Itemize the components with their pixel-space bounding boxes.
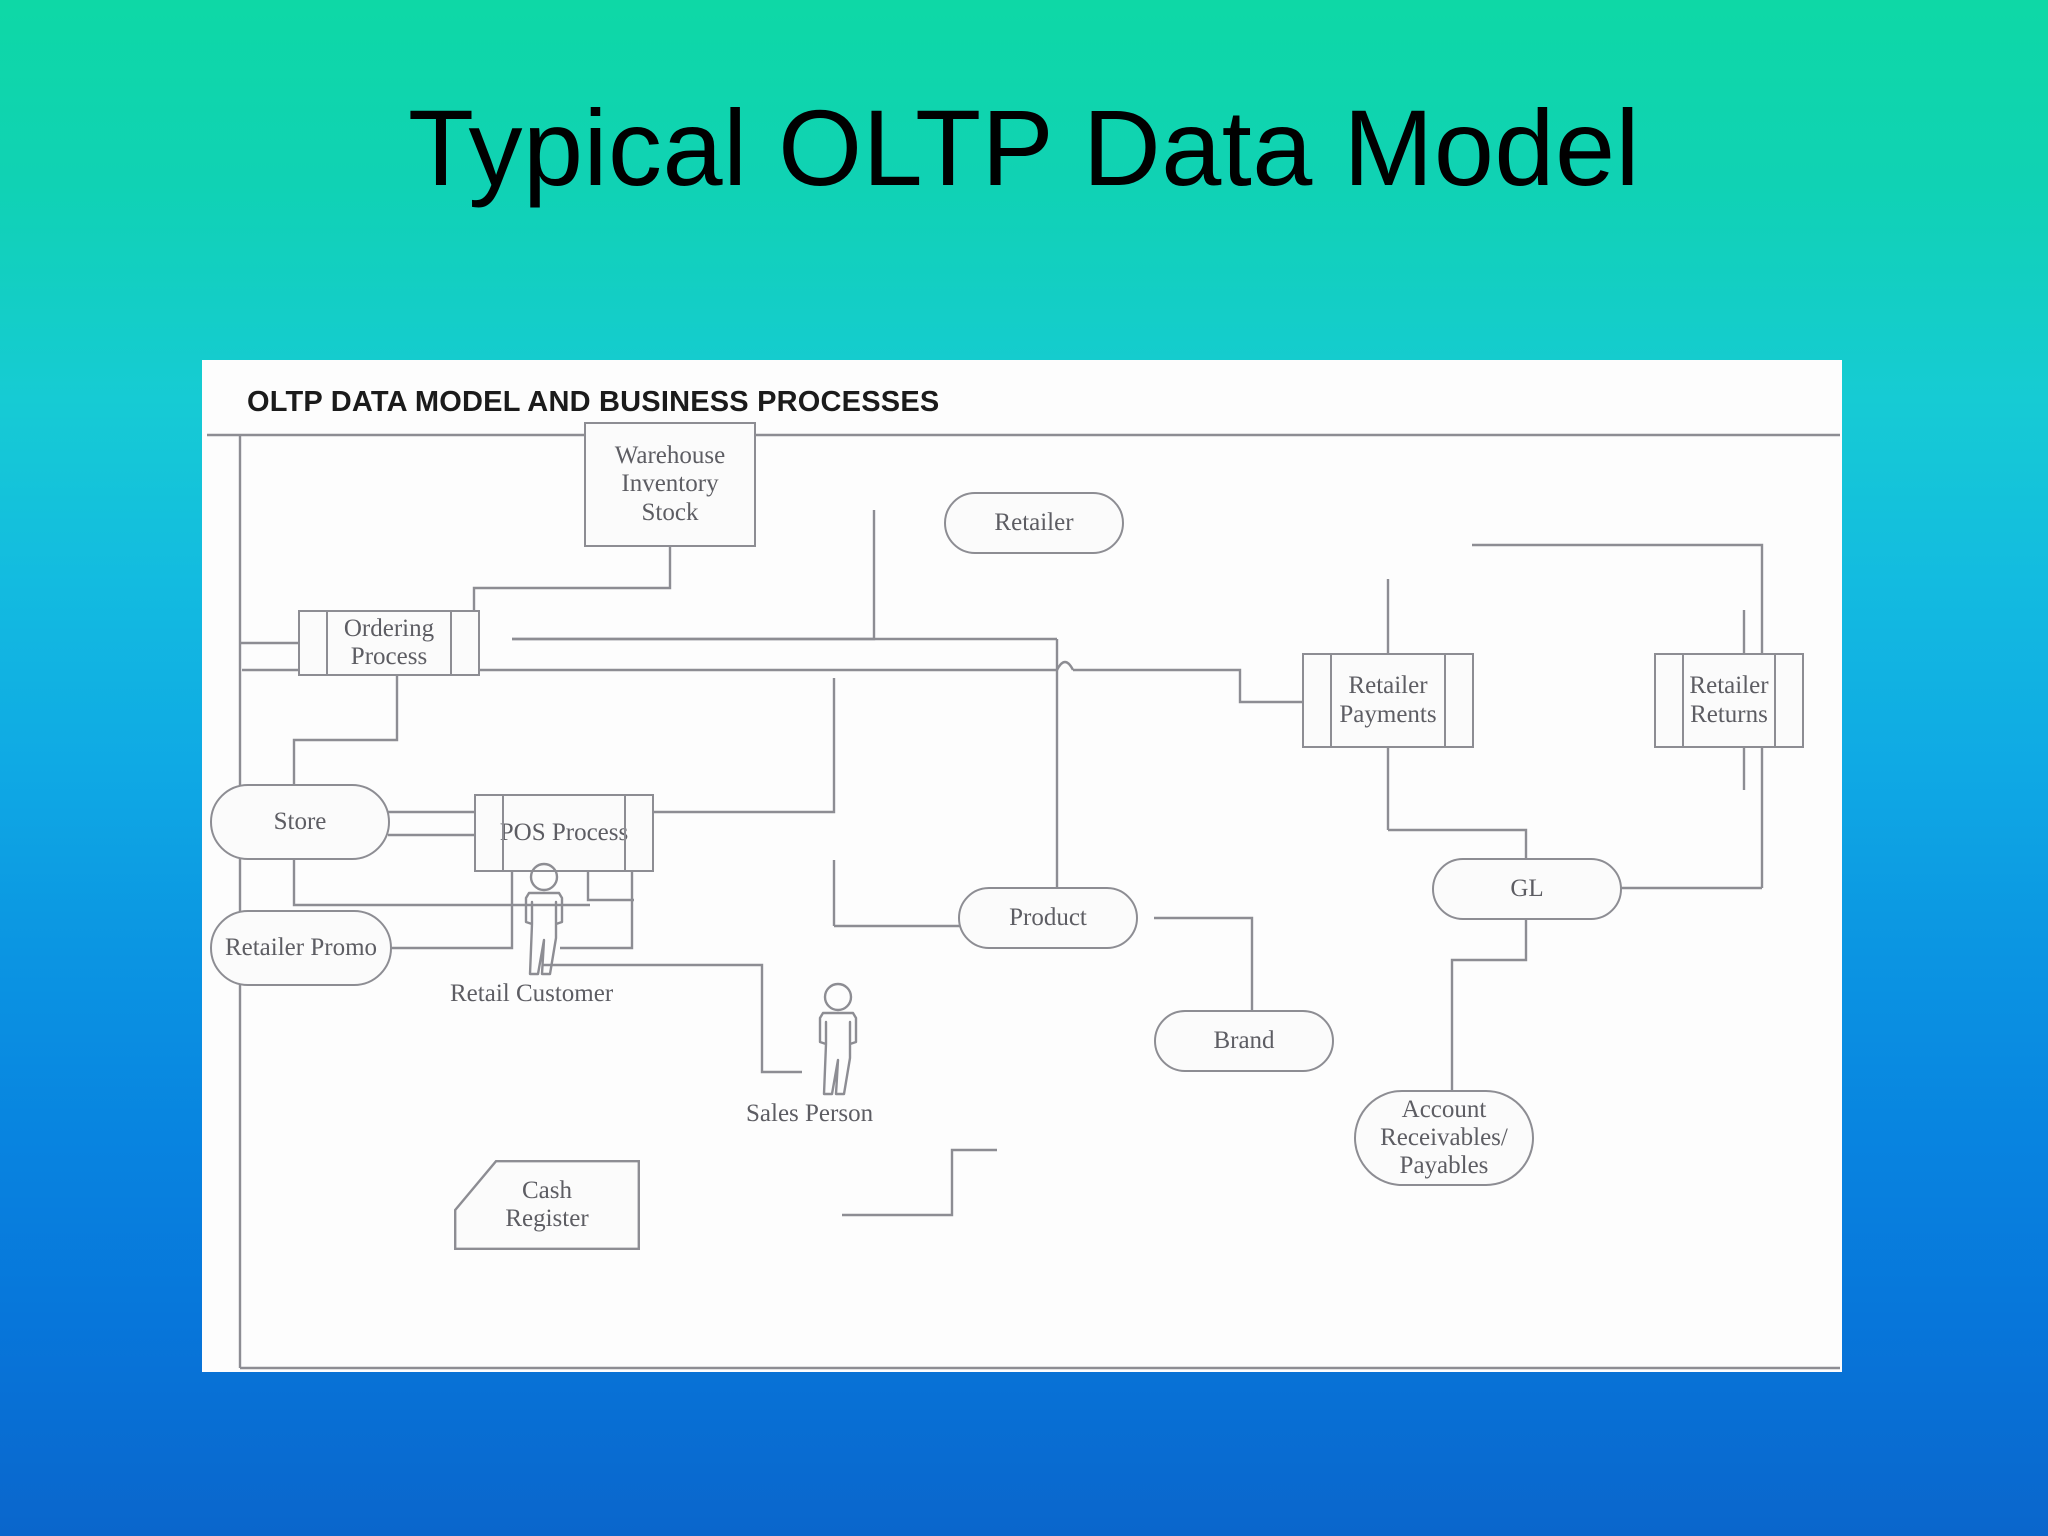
edge-cashregister-to-salesperson [842, 1148, 997, 1217]
node-retailer[interactable]: Retailer [944, 492, 1124, 554]
page-title: Typical OLTP Data Model [407, 87, 1641, 208]
node-label-line: Cash [521, 1176, 572, 1204]
node-label: Retailer [994, 508, 1074, 536]
edge-ordering-to-store [292, 676, 399, 784]
diagram-figure-panel: OLTP DATA MODEL AND BUSINESS PROCESSES [202, 360, 1842, 1372]
cash-register-shape [454, 1160, 640, 1250]
node-ordering-process[interactable]: Ordering Process [298, 610, 480, 676]
node-label: Product [1009, 903, 1087, 931]
node-label: POS Process [499, 818, 629, 846]
person-icon [818, 982, 858, 1096]
edge-store-bottom [292, 860, 590, 907]
edge-ordering-product-hop [1055, 660, 1075, 671]
person-icon [524, 862, 564, 976]
node-label-line: Receivables/ [1380, 1123, 1508, 1151]
node-label-line: Payables [1399, 1152, 1489, 1180]
node-store[interactable]: Store [210, 784, 390, 860]
figure-caption: OLTP DATA MODEL AND BUSINESS PROCESSES [247, 386, 940, 418]
node-retailer-payments[interactable]: Retailer Payments [1302, 653, 1474, 748]
actor-label-retail-customer: Retail Customer [450, 980, 614, 1007]
node-gl[interactable]: GL [1432, 858, 1622, 920]
node-label-line: Inventory [621, 470, 719, 498]
node-product[interactable]: Product [958, 887, 1138, 949]
edge-product-to-brand [1154, 916, 1254, 1010]
node-label-line: Retailer [1689, 672, 1769, 700]
edge-gl-to-arap [1450, 920, 1528, 1090]
node-label-line: Ordering [343, 614, 435, 642]
edge-pos-to-retail-customer [560, 872, 634, 950]
node-pos-process[interactable]: POS Process [474, 794, 654, 872]
edge-customer-arm-rail [542, 963, 802, 1074]
node-account-receivables-payables[interactable]: Account Receivables/ Payables [1354, 1090, 1534, 1186]
node-label-line: Stock [641, 498, 699, 526]
edge-payments-to-gl-2 [1388, 828, 1528, 858]
edge-warehouse-to-ordering [472, 547, 672, 610]
node-label: Store [273, 807, 327, 835]
node-cash-register[interactable]: Cash Register [454, 1160, 640, 1250]
edge-retailer-to-gl-rail [1472, 543, 1764, 888]
node-label-line: Returns [1690, 700, 1768, 728]
node-label-line: Account [1401, 1095, 1487, 1123]
edge-rail-to-payments [1073, 668, 1307, 704]
node-retailer-promo[interactable]: Retailer Promo [210, 910, 392, 986]
node-retailer-returns[interactable]: Retailer Returns [1654, 653, 1804, 748]
actor-retail-customer[interactable] [498, 860, 590, 978]
actor-sales-person[interactable] [792, 980, 884, 1098]
node-warehouse-inventory-stock[interactable]: Warehouse Inventory Stock [584, 422, 756, 547]
node-brand[interactable]: Brand [1154, 1010, 1334, 1072]
node-label-line: Warehouse [614, 442, 726, 470]
node-label-line: Register [505, 1205, 589, 1232]
edge-store-to-pos-upper [388, 678, 836, 814]
node-label: Brand [1213, 1026, 1275, 1054]
node-label: GL [1510, 874, 1544, 902]
node-label: Retailer Promo [224, 933, 378, 961]
node-label-line: Payments [1339, 700, 1437, 728]
node-label-line: Process [350, 643, 428, 670]
node-label-line: Retailer [1348, 672, 1428, 700]
actor-label-sales-person: Sales Person [746, 1100, 874, 1127]
